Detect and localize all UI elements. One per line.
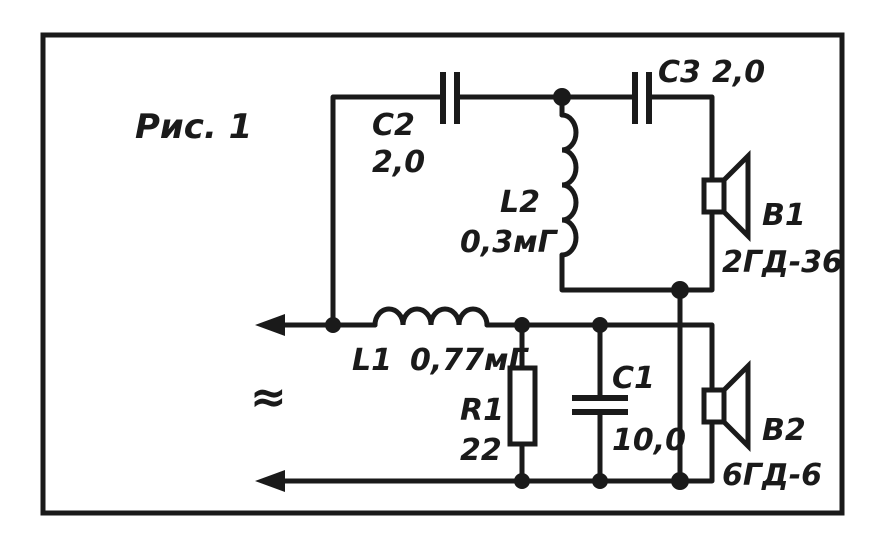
- c1-ref-label: C1: [612, 361, 655, 396]
- r1-value-label: 22: [460, 433, 502, 468]
- junction-dots: [325, 88, 689, 490]
- input-arrow-top-icon: [255, 314, 285, 336]
- r1-resistor: [507, 365, 538, 447]
- r1-ref-label: R1: [460, 393, 504, 428]
- top-wires: [330, 94, 715, 328]
- l2-value-label: 0,3мГ: [460, 225, 559, 260]
- c3-value-label: 2,0: [712, 55, 765, 90]
- l1-ref-label: L1: [352, 343, 392, 378]
- l2-ref-label: L2: [500, 185, 540, 220]
- input-arrow-bottom-icon: [255, 470, 285, 492]
- c1-capacitor: [572, 395, 628, 415]
- c2-ref-label: C2: [372, 108, 415, 143]
- b1-ref-label: B1: [762, 198, 806, 233]
- c3-ref-label: C3: [658, 55, 701, 90]
- b2-ref-label: B2: [762, 413, 806, 448]
- b2-speaker-icon: [701, 359, 751, 453]
- c2-capacitor: [440, 72, 460, 124]
- figure-title: Рис. 1: [135, 107, 252, 147]
- l1-inductor: [372, 306, 490, 328]
- c3-capacitor: [632, 72, 652, 124]
- c2-value-label: 2,0: [372, 145, 425, 180]
- ac-input-symbol: ≈: [250, 372, 287, 423]
- b2-value-label: 6ГД-6: [722, 458, 822, 493]
- c1-value-label: 10,0: [612, 423, 686, 458]
- b1-speaker-icon: [701, 149, 751, 243]
- l2-inductor: [559, 112, 579, 258]
- b1-value-label: 2ГД-36: [722, 245, 843, 280]
- bottom-wires: [267, 287, 715, 484]
- figure-frame: [40, 32, 845, 516]
